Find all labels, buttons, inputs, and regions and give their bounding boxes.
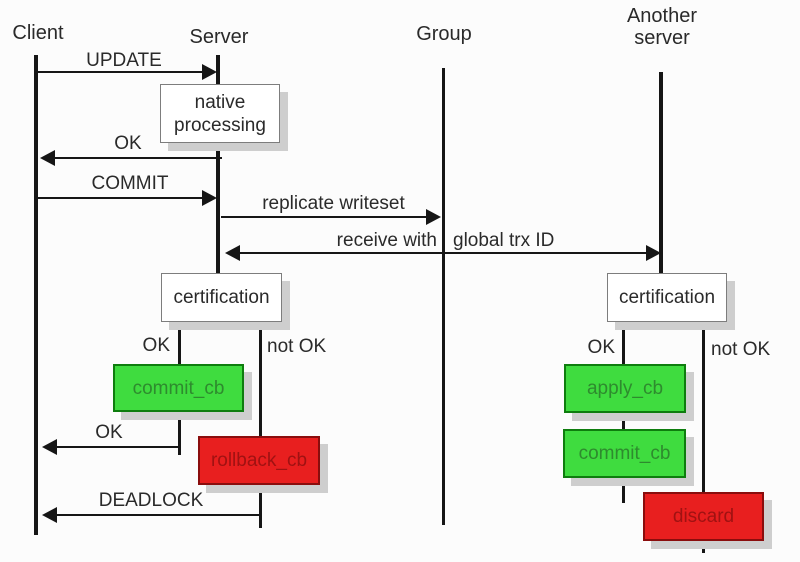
callback-box-commit-cb-another: commit_cb	[563, 429, 686, 478]
actor-label-another-line2: server	[634, 27, 690, 49]
branch-line-another-not-ok	[702, 322, 705, 553]
commit-cb-server-label: commit_cb	[132, 377, 225, 399]
activity-box-certification-server: certification	[161, 273, 282, 322]
arrow-update	[36, 64, 217, 80]
callback-box-commit-cb-server: commit_cb	[113, 364, 244, 412]
rollback-cb-label: rollback_cb	[210, 450, 308, 471]
discard-label: discard	[672, 506, 735, 527]
activity-box-certification-another: certification	[607, 273, 727, 322]
arrow-commit	[36, 190, 217, 206]
arrowhead-right-icon	[646, 245, 661, 261]
message-label-ok-final: OK	[95, 422, 123, 443]
message-label-update: UPDATE	[86, 50, 162, 71]
branch-line-server-not-ok	[259, 322, 262, 528]
actor-label-server: Server	[189, 26, 249, 48]
branch-label-ok-another: OK	[587, 337, 615, 358]
message-label-ok-reply: OK	[114, 133, 142, 154]
branch-label-ok-server: OK	[142, 335, 170, 356]
commit-cb-another-label: commit_cb	[578, 443, 671, 464]
callback-box-apply-cb: apply_cb	[564, 364, 686, 413]
lifeline-group	[442, 68, 445, 525]
arrow-replicate-writeset	[221, 209, 441, 225]
activity-box-native-processing: native processing	[160, 84, 280, 143]
arrow-deadlock	[42, 507, 261, 523]
arrowhead-right-icon	[202, 64, 217, 80]
lifeline-server	[216, 55, 220, 273]
apply-cb-label: apply_cb	[586, 378, 664, 399]
native-processing-line1: native	[194, 91, 246, 113]
message-label-commit: COMMIT	[91, 173, 169, 194]
arrow-receive-global-trx	[225, 245, 661, 261]
native-processing-label: native processing	[174, 91, 266, 137]
arrowhead-right-icon	[202, 190, 217, 206]
branch-label-not-ok-server: not OK	[267, 336, 327, 357]
message-label-global-trx-id: global trx ID	[453, 230, 555, 251]
actor-label-another-server: Another server	[612, 5, 712, 49]
certification-server-label: certification	[173, 287, 270, 308]
branch-label-not-ok-another: not OK	[711, 339, 771, 360]
message-label-replicate-writeset: replicate writeset	[262, 193, 405, 214]
actor-label-client: Client	[12, 22, 64, 44]
lifeline-another-server	[659, 72, 663, 273]
message-label-deadlock: DEADLOCK	[98, 490, 204, 511]
callback-box-rollback-cb: rollback_cb	[198, 436, 320, 485]
arrowhead-left-icon	[42, 507, 57, 523]
arrowhead-left-icon	[40, 150, 55, 166]
arrow-ok-final	[42, 439, 181, 455]
arrowhead-left-icon	[42, 439, 57, 455]
native-processing-line2: processing	[174, 114, 266, 136]
message-label-receive-with: receive with	[336, 230, 437, 251]
certification-another-label: certification	[618, 287, 716, 308]
arrow-ok-reply	[40, 150, 222, 166]
arrowhead-left-icon	[225, 245, 240, 261]
actor-label-group: Group	[416, 23, 472, 45]
lifeline-client	[34, 55, 38, 535]
arrowhead-right-icon	[426, 209, 441, 225]
callback-box-discard: discard	[643, 492, 764, 541]
actor-label-another-line1: Another	[626, 5, 698, 27]
